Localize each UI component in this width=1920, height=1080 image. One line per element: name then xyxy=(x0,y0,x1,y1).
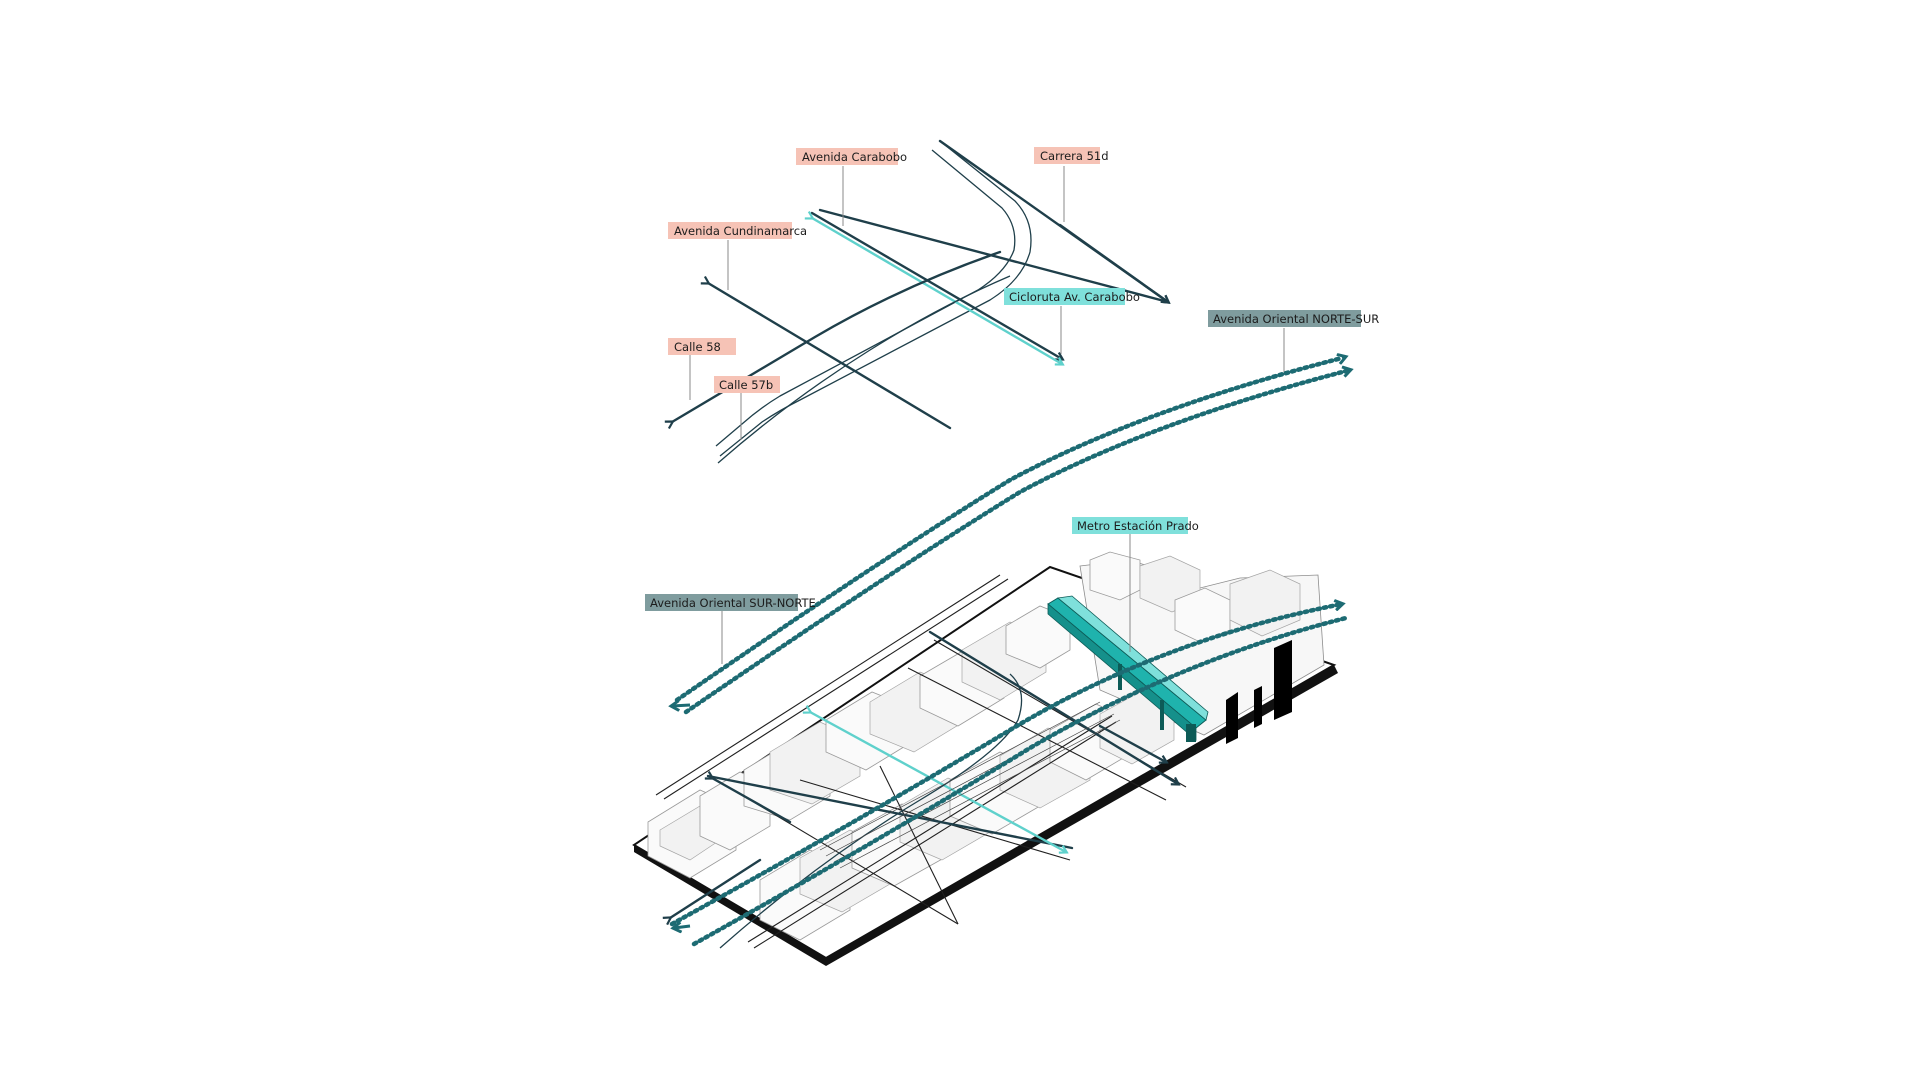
label-calle-58: Calle 58 xyxy=(668,338,736,355)
svg-text:Carrera 51d: Carrera 51d xyxy=(1040,149,1109,163)
svg-text:Avenida Oriental NORTE-SUR: Avenida Oriental NORTE-SUR xyxy=(1213,312,1379,326)
black-building-1 xyxy=(1226,692,1238,744)
avenida-cundinamarca-line xyxy=(708,283,952,430)
model-cundinamarca-arrow xyxy=(712,778,792,824)
avenida-oriental-norte-sur-route xyxy=(672,357,1350,715)
carrera-51d-line-b xyxy=(715,149,1016,447)
bottom-leaders xyxy=(721,534,1131,664)
black-building-3 xyxy=(1274,640,1292,720)
black-building-2 xyxy=(1254,686,1262,728)
street-network xyxy=(672,139,1168,464)
label-cicloruta: Cicloruta Av. Carabobo xyxy=(1004,288,1140,305)
base-plate-side xyxy=(634,845,826,966)
label-avenida-oriental-sur-norte: Avenida Oriental SUR-NORTE xyxy=(645,594,816,611)
city-block-model xyxy=(632,551,1349,966)
svg-text:Metro Estación Prado: Metro Estación Prado xyxy=(1077,519,1199,533)
solid-buildings xyxy=(1226,640,1292,744)
label-calle-57b: Calle 57b xyxy=(714,376,780,393)
base-plate-side-right xyxy=(826,665,1338,966)
carrera-51d-arrow-line xyxy=(1058,223,1168,302)
cicloruta-line xyxy=(812,218,1062,364)
svg-text:Calle 58: Calle 58 xyxy=(674,340,721,354)
svg-text:Cicloruta Av. Carabobo: Cicloruta Av. Carabobo xyxy=(1009,290,1140,304)
metro-corridor-hatch xyxy=(819,701,1121,869)
svg-text:Avenida Oriental SUR-NORTE: Avenida Oriental SUR-NORTE xyxy=(650,596,816,610)
carrera-51d-line-a xyxy=(719,140,1032,457)
top-leaders xyxy=(689,166,1285,440)
label-metro-estacion-prado: Metro Estación Prado xyxy=(1072,517,1199,534)
label-avenida-carabobo: Avenida Carabobo xyxy=(796,148,907,165)
svg-text:Avenida Carabobo: Avenida Carabobo xyxy=(802,150,907,164)
model-cicloruta xyxy=(810,712,1066,852)
model-calle-58-axis xyxy=(670,858,762,918)
avenida-oriental-sur-norte-route xyxy=(669,604,1349,947)
avenida-carabobo-axis xyxy=(810,211,1062,359)
svg-text:Calle 57b: Calle 57b xyxy=(719,378,773,392)
label-avenida-cundinamarca: Avenida Cundinamarca xyxy=(668,222,807,239)
label-carrera-51d: Carrera 51d xyxy=(1034,147,1109,164)
model-carrera-arrow xyxy=(1098,724,1166,762)
calle-58-line xyxy=(672,250,1002,422)
label-avenida-oriental-norte-sur: Avenida Oriental NORTE-SUR xyxy=(1208,310,1379,327)
svg-text:Avenida Cundinamarca: Avenida Cundinamarca xyxy=(674,224,807,238)
calle-57b-line xyxy=(717,275,1011,464)
